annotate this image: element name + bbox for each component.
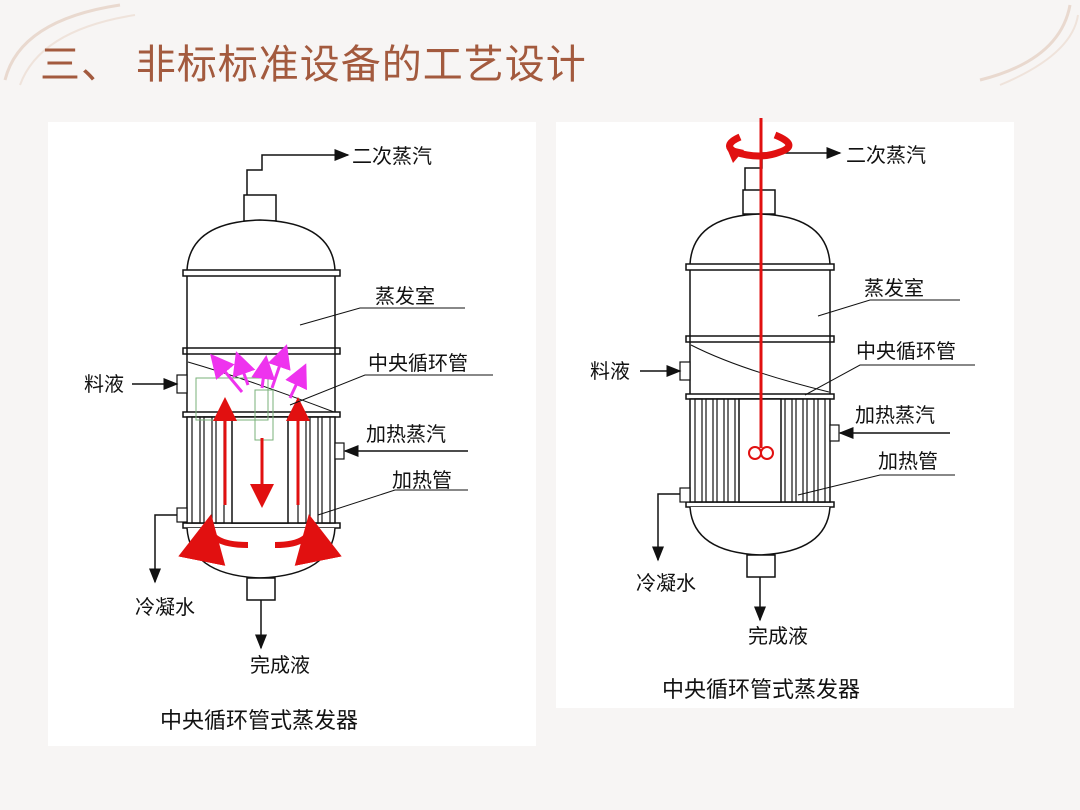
left-label-vapor-out: 二次蒸汽 xyxy=(352,144,432,168)
left-label-product: 完成液 xyxy=(250,653,310,677)
left-label-heating-tube: 加热管 xyxy=(392,468,452,492)
corner-decoration-left xyxy=(3,3,136,86)
right-label-evap-room: 蒸发室 xyxy=(864,276,924,300)
left-label-evap-room: 蒸发室 xyxy=(375,284,435,308)
left-top-nozzle xyxy=(243,194,277,222)
left-top-dome xyxy=(186,219,336,271)
left-label-condensate: 冷凝水 xyxy=(135,595,195,619)
left-diagram-caption: 中央循环管式蒸发器 xyxy=(160,709,358,734)
left-label-feed: 料液 xyxy=(84,372,124,396)
right-label-feed: 料液 xyxy=(590,359,630,383)
right-label-product: 完成液 xyxy=(748,624,808,648)
left-circulation-arrows xyxy=(178,397,342,566)
right-label-heating-steam: 加热蒸汽 xyxy=(855,403,935,427)
right-top-nozzle xyxy=(742,189,776,215)
left-vapor-outlet-line xyxy=(246,149,350,195)
left-label-heating-steam: 加热蒸汽 xyxy=(366,422,446,446)
corner-decoration-right xyxy=(979,4,1079,86)
right-diagram-caption: 中央循环管式蒸发器 xyxy=(662,678,860,703)
right-label-condensate: 冷凝水 xyxy=(636,571,696,595)
left-vapor-arrows xyxy=(210,344,307,399)
right-label-central-tube: 中央循环管 xyxy=(856,339,956,363)
right-evaporator-diagram: 二次蒸汽 蒸发室 中央循环管 料液 加热蒸汽 加热管 冷凝水 完成液 中央循环管… xyxy=(556,118,1014,708)
slide-title: 三、 非标标准设备的工艺设计 xyxy=(40,42,587,88)
right-stirrer xyxy=(726,118,793,460)
right-label-vapor-out: 二次蒸汽 xyxy=(846,143,926,167)
left-central-tube xyxy=(231,416,289,524)
left-label-central-tube: 中央循环管 xyxy=(368,351,468,375)
right-heating-tubes xyxy=(694,398,826,503)
right-label-heating-tube: 加热管 xyxy=(878,449,938,473)
left-evaporator-diagram: 二次蒸汽 蒸发室 中央循环管 料液 加热蒸汽 加热管 冷凝水 完成液 中央循环管… xyxy=(48,122,536,746)
